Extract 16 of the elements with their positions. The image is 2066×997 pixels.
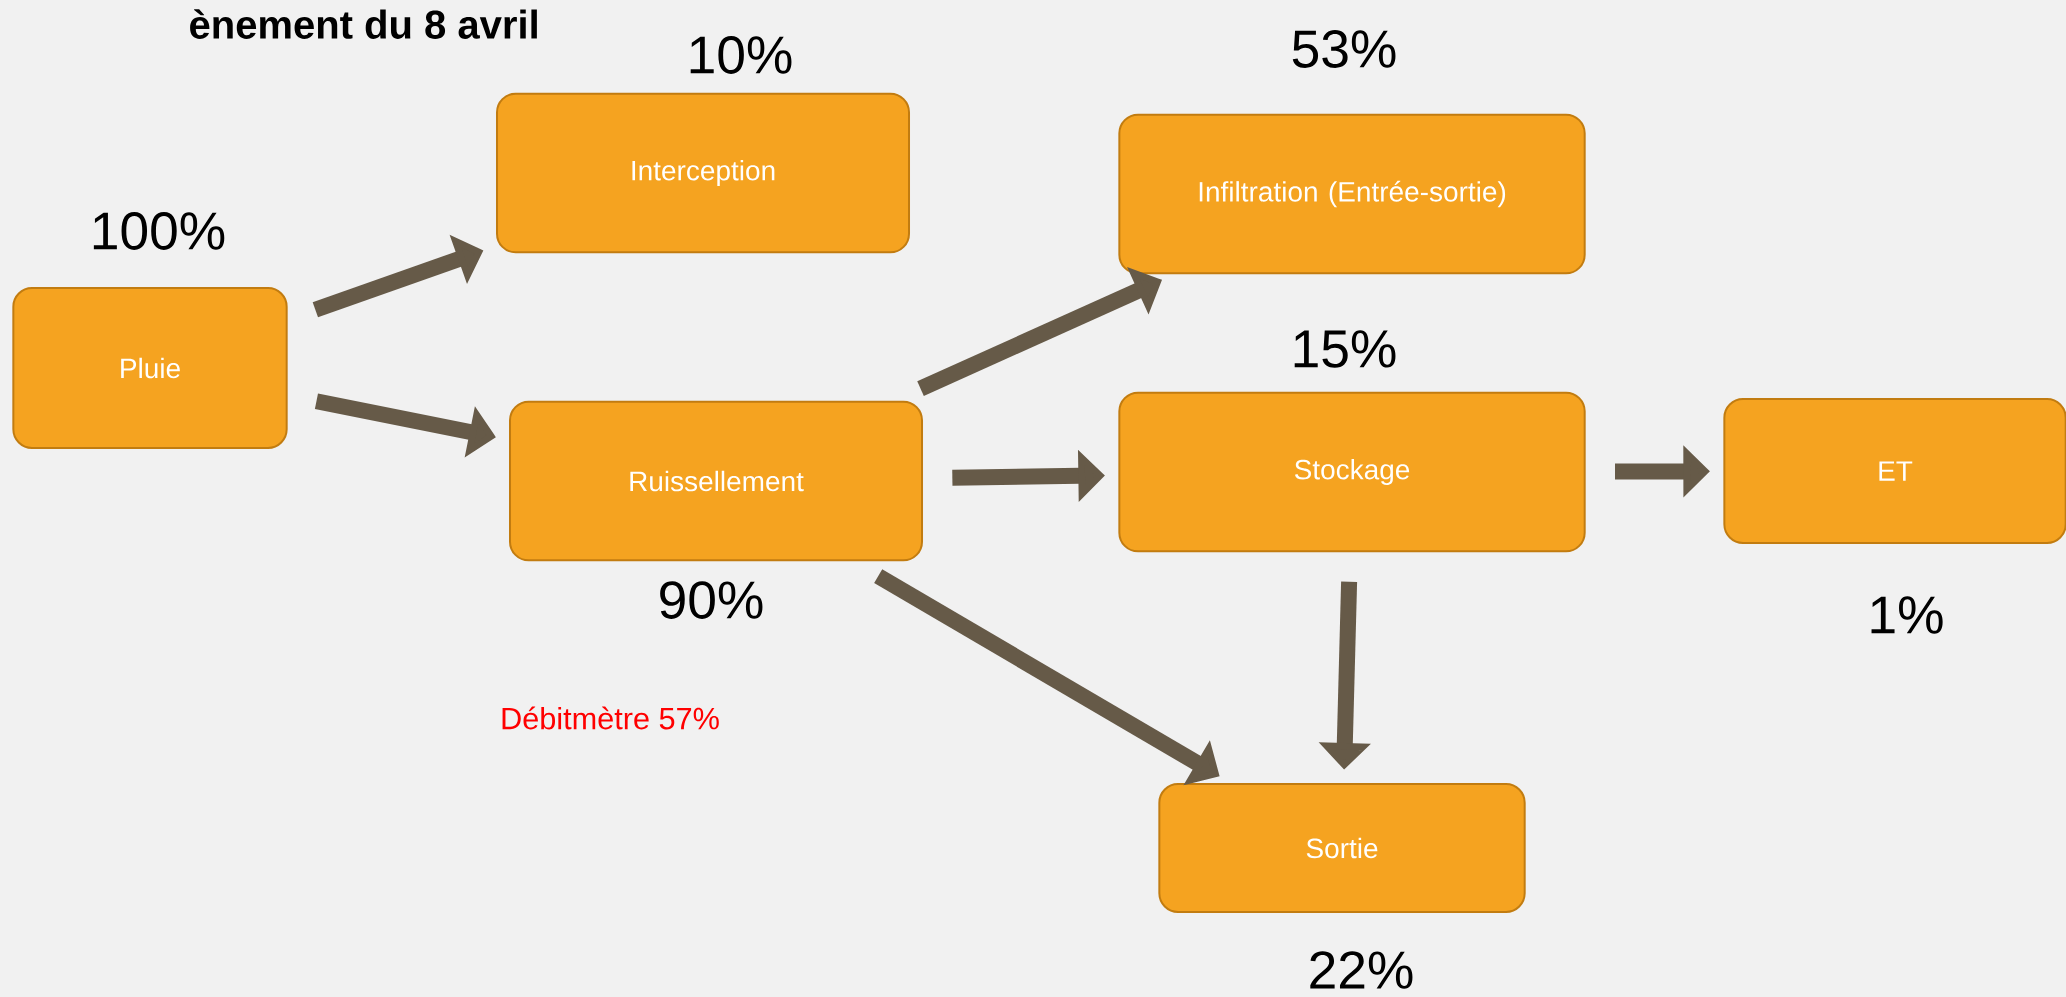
process-box: Stockage <box>1118 391 1586 553</box>
percentage: 100% <box>93 212 225 250</box>
percentage: 90% <box>660 581 763 619</box>
process-box: Ruissellement <box>509 400 923 562</box>
percentage: 1% <box>1871 596 1943 634</box>
percentage: 22% <box>1310 951 1413 989</box>
process-box: ET <box>1723 398 2066 544</box>
percentage: 10% <box>690 36 792 74</box>
note: Débitmètre 57% <box>502 706 719 730</box>
process-box: Pluie <box>12 287 288 449</box>
process-box: Interception <box>496 92 910 254</box>
process-box: Infiltration (Entrée-sortie) <box>1118 113 1586 275</box>
process-box: Sortie <box>1158 783 1526 913</box>
percentage: 53% <box>1292 30 1396 68</box>
title: ènement du 8 avril <box>190 9 537 39</box>
percentage: 15% <box>1294 330 1396 368</box>
